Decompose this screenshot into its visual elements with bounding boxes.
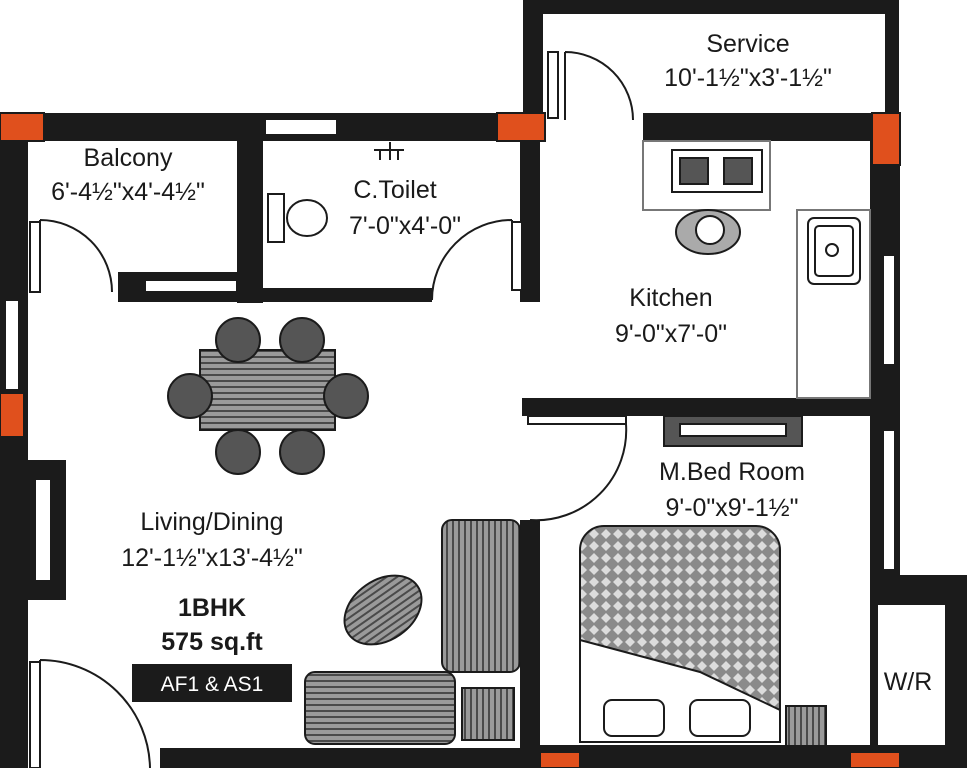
window-balcony [144,279,238,293]
wall-left [0,113,28,768]
wall-wardrobe-left [870,575,878,750]
burner [679,157,709,185]
living-name: Living/Dining [140,508,283,536]
column [496,112,546,142]
unit-badge [132,664,292,702]
furniture [167,142,861,747]
wall-bedroom-left [520,520,540,768]
window-left [4,299,20,391]
wardrobe-name: W/R [884,668,933,696]
unit-code: AF1 & AS1 [161,673,264,696]
bedroom-name: M.Bed Room [659,458,805,486]
chair [323,373,369,419]
door-service [564,51,634,121]
service-dims: 10'-1½"x3'-1½" [664,64,832,92]
sink-drain [825,243,839,257]
wall-service-top [523,0,897,14]
chair [167,373,213,419]
wall-service-left [523,0,543,141]
wall-wardrobe-right [945,575,967,768]
column [539,751,581,768]
door-main-leaf [29,661,41,768]
kitchen-person-head [695,215,725,245]
door-balcony-leaf [29,221,41,293]
door-bedroom [529,423,628,522]
chair [279,429,325,475]
chair [279,317,325,363]
nightstand [785,705,827,747]
sofa-bottom [304,671,456,745]
column [849,751,901,768]
shower-fixture [374,142,404,160]
wall-kitchen-top [643,113,899,141]
dining-table [199,349,336,431]
kitchen-counter [642,140,871,399]
wall-bottom-left [160,748,525,768]
sofa-right [441,519,521,673]
window-right-lower [882,429,896,571]
door-toilet-leaf [511,221,523,291]
toilet-dims: 7'-0"x4'-0" [349,212,461,240]
wall-toilet-bottom [237,288,432,302]
plan-type: 1BHK [178,594,246,622]
living-dims: 12'-1½"x13'-4½" [121,544,303,572]
window-right-upper [882,254,896,366]
wall-bedroom-top [522,398,900,416]
tv-screen [679,423,787,437]
door-balcony [39,219,113,293]
side-table [461,687,515,741]
column [0,392,25,438]
burner [723,157,753,185]
service-name: Service [706,30,789,58]
wall-service-right [885,0,899,141]
toilet-bowl [286,199,328,237]
chair [215,317,261,363]
wall-toilet-right [520,120,540,302]
kitchen-dims: 9'-0"x7'-0" [615,320,727,348]
chair [215,429,261,475]
column [0,112,45,142]
coffee-table [343,574,423,646]
balcony-name: Balcony [84,144,173,172]
pillow [689,699,751,737]
pillow [603,699,665,737]
window-top [264,118,338,136]
window-left-living-inner [36,480,50,580]
door-bedroom-leaf [527,415,627,425]
wall-balcony-toilet [237,113,263,303]
bedroom-dims: 9'-0"x9'-1½" [666,494,799,522]
balcony-dims: 6'-4½"x4'-4½" [51,178,205,206]
doors [29,51,634,768]
toilet-tank [267,193,285,243]
plan-area: 575 sq.ft [161,628,263,656]
door-service-leaf [547,51,559,119]
toilet-name: C.Toilet [353,176,436,204]
kitchen-name: Kitchen [629,284,712,312]
columns [0,112,901,768]
column [871,112,901,166]
room-labels: Service 10'-1½"x3'-1½" Balcony 6'-4½"x4'… [51,30,932,702]
